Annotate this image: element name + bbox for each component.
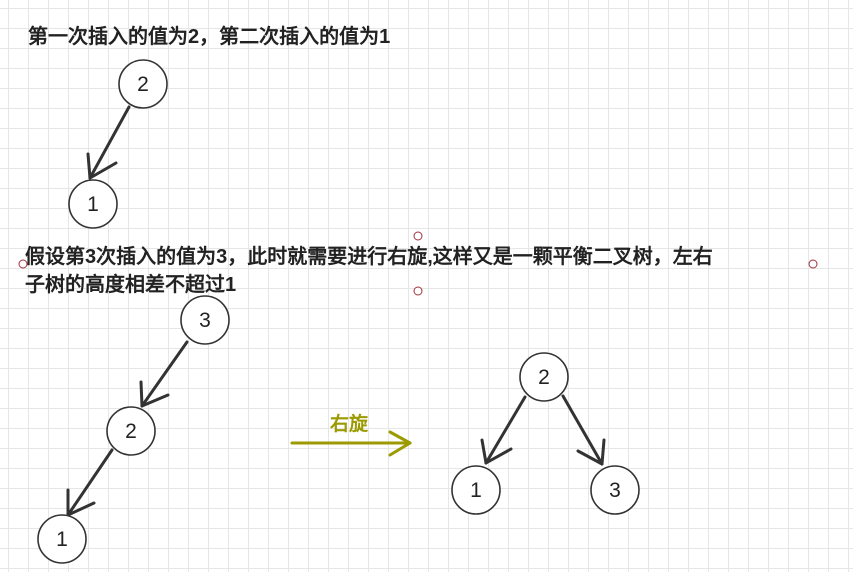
arrowhead-icon [480,438,513,465]
tree3-root-value: 2 [538,366,550,389]
selection-handle-icon[interactable] [18,259,28,269]
selection-handle-icon[interactable] [413,286,423,296]
caption-first-insert: 第一次插入的值为2，第二次插入的值为1 [28,26,391,48]
arrowhead-icon [139,380,170,408]
edge-2-to-1-rotated [484,395,527,465]
caption-third-insert-line2: 子树的高度相差不超过1 [25,274,237,296]
selection-handle-icon[interactable] [808,259,818,269]
tree1-root-value: 2 [137,73,149,96]
right-rotation-label: 右旋 [330,414,369,435]
tree2-left-left-node: 1 [37,514,87,564]
tree2-left-node: 2 [106,406,156,456]
tree1-left-value: 1 [87,193,99,216]
arrowhead-icon [86,152,118,180]
arrowhead-icon [576,438,606,466]
tree3-left-value: 1 [470,479,482,502]
tree2-root-node: 3 [180,295,230,345]
edge-2-to-1-lower [66,448,114,517]
tree2-root-value: 3 [199,309,211,332]
rotation-arrowhead-icon [388,430,412,457]
edge-3-to-2 [140,340,189,408]
tree1-root-node: 2 [118,59,168,109]
tree2-left-value: 2 [125,420,137,443]
tree2-left-left-value: 1 [56,528,68,551]
tree3-left-node: 1 [451,465,501,515]
caption-third-insert-line1: 假设第3次插入的值为3，此时就需要进行右旋,这样又是一颗平衡二叉树，左右 [25,246,713,268]
tree3-right-node: 3 [590,465,640,515]
tree3-root-node: 2 [519,352,569,402]
edge-2-to-1 [88,105,131,180]
selection-handle-icon[interactable] [413,231,423,241]
edge-2-to-3-rotated [561,394,604,466]
tree3-right-value: 3 [609,479,621,502]
tree1-left-node: 1 [68,179,118,229]
